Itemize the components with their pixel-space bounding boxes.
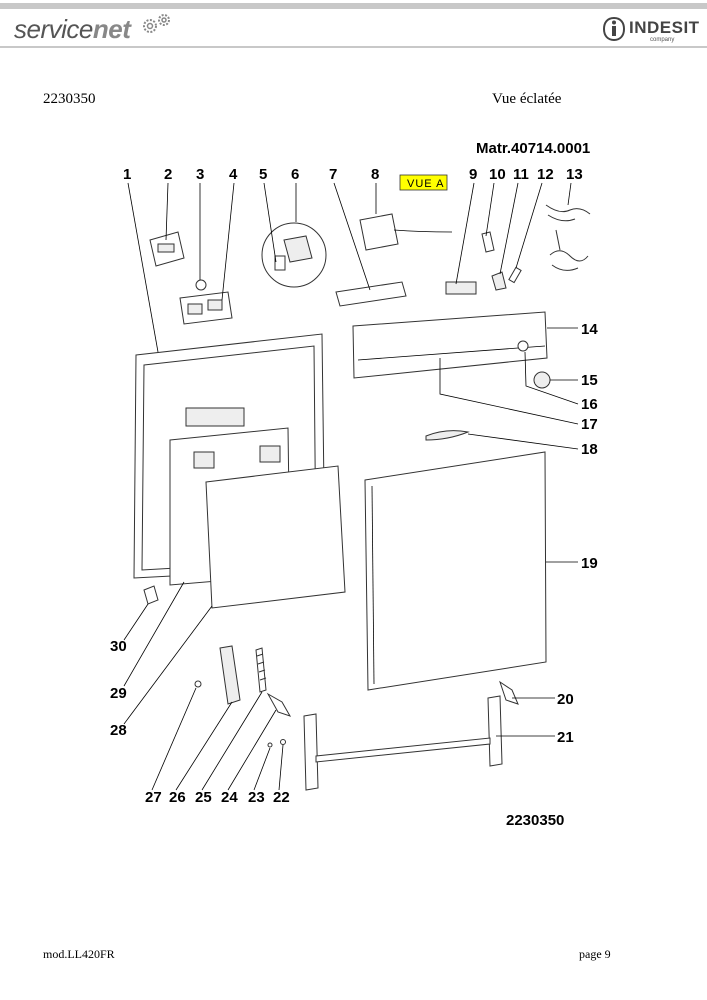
part-25-spring [255, 647, 267, 693]
callout-6: 6 [291, 166, 299, 183]
callout-17: 17 [581, 416, 598, 433]
part-7-shape [335, 281, 407, 307]
callout-10: 10 [489, 166, 506, 183]
callout-16: 16 [581, 396, 598, 413]
part-15-knob [533, 371, 551, 389]
callout-20: 20 [557, 691, 574, 708]
vue-a-label: VUE A [407, 178, 444, 190]
indesit-logo-text: INDESIT [629, 18, 700, 37]
parts-drawing [133, 204, 591, 791]
callout-2: 2 [164, 166, 172, 183]
callout-25: 25 [195, 789, 212, 806]
callout-21: 21 [557, 729, 574, 746]
header-rule-bottom [0, 46, 707, 48]
part-8-shape [359, 213, 399, 251]
part-27-pin [194, 680, 202, 688]
callout-9: 9 [469, 166, 477, 183]
callout-11: 11 [513, 166, 529, 183]
callout-29: 29 [110, 685, 127, 702]
part-26-strip [219, 645, 241, 705]
callout-23: 23 [248, 789, 265, 806]
callout-24: 24 [221, 789, 238, 806]
callout-7: 7 [329, 166, 337, 183]
callout-4: 4 [229, 166, 238, 183]
gears-icon [143, 14, 170, 33]
callout-27: 27 [145, 789, 162, 806]
callout-19: 19 [581, 555, 598, 572]
part-19-outer-door [364, 451, 547, 691]
drawing-number: 2230350 [506, 812, 564, 829]
callout-1: 1 [123, 166, 131, 183]
indesit-i-icon [603, 16, 625, 42]
header-bar: servicenet INDESIT company [0, 0, 707, 48]
callout-5: 5 [259, 166, 267, 183]
matricule-label: Matr.40714.0001 [476, 140, 590, 157]
footer-model: mod.LL420FR [43, 947, 115, 961]
vue-a-badge [399, 174, 448, 191]
callout-15: 15 [581, 372, 598, 389]
callout-30: 30 [110, 638, 127, 655]
indesit-logo-sub: company [650, 37, 675, 43]
page-title: Vue éclatée [492, 91, 562, 107]
servicenet-logo: servicenet [14, 14, 131, 44]
callout-26: 26 [169, 789, 186, 806]
part-22-screw [280, 739, 286, 745]
callout-14: 14 [581, 321, 598, 338]
part-20-bracket [499, 680, 519, 705]
part-14-control-panel [352, 311, 548, 379]
part-21-hinge-bar [303, 695, 503, 791]
part-18-handle [425, 430, 470, 441]
callout-13: 13 [566, 166, 583, 183]
header-rule-top [0, 3, 707, 9]
callout-12: 12 [537, 166, 554, 183]
leader-lines [123, 182, 579, 791]
callout-22: 22 [273, 789, 290, 806]
callout-8: 8 [371, 166, 379, 183]
parts-9-12 [445, 231, 522, 295]
callout-28: 28 [110, 722, 127, 739]
document-number: 2230350 [43, 91, 96, 107]
footer-page: page 9 [579, 947, 611, 961]
part-13-wiring [545, 204, 591, 271]
part-30-clip [143, 585, 159, 605]
callout-labels: 1 2 3 4 5 6 7 8 9 10 11 12 13 14 15 16 1… [110, 166, 598, 806]
part-24-hinge-arm [266, 692, 292, 717]
callout-3: 3 [196, 166, 204, 183]
part-28-insulation [205, 465, 346, 609]
callout-18: 18 [581, 441, 598, 458]
part-23-screw [267, 742, 273, 748]
